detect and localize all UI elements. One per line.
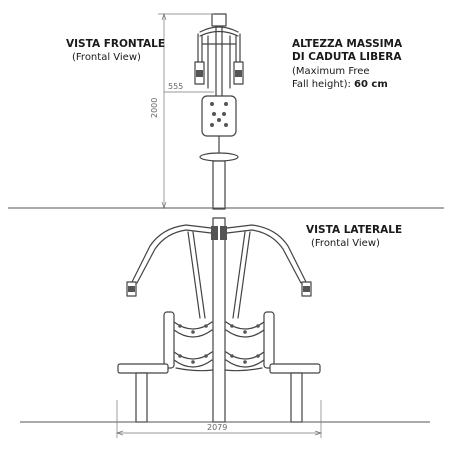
dimension-lines [8,12,444,438]
fall-height-line3: (Maximum Free [292,66,370,77]
side-right-backrest [263,311,275,369]
side-left-arm [131,224,212,283]
front-back-pad [201,95,237,137]
front-seat [199,152,239,162]
bottom-width-dimension-label: 2079 [207,423,228,432]
front-view-title: VISTA FRONTALE [66,38,166,50]
side-main-post [212,217,226,423]
side-view-title: VISTA LATERALE [306,224,403,236]
height-dimension-label: 2000 [150,97,159,118]
front-view-subtitle: (Frontal View) [72,52,141,63]
side-left-backrest [163,311,175,369]
fall-height-line1: ALTEZZA MASSIMA [292,38,403,50]
side-right-seat [269,363,321,374]
side-left-seat [117,363,169,374]
front-main-post [212,160,226,210]
top-width-dimension-label: 555 [168,82,184,91]
side-view-subtitle: (Frontal View) [311,238,380,249]
fall-height-value: 60 cm [354,79,388,90]
fall-height-line4: Fall height): 60 cm [292,78,388,91]
side-right-seat-post [290,372,303,423]
front-top-cap [211,13,227,27]
fall-height-prefix: Fall height): [292,79,351,90]
front-view-drawing [194,13,244,210]
side-right-arm [226,224,307,283]
side-left-seat-post [135,372,148,423]
side-view-drawing [117,217,321,423]
fall-height-line2: DI CADUTA LIBERA [292,51,402,63]
